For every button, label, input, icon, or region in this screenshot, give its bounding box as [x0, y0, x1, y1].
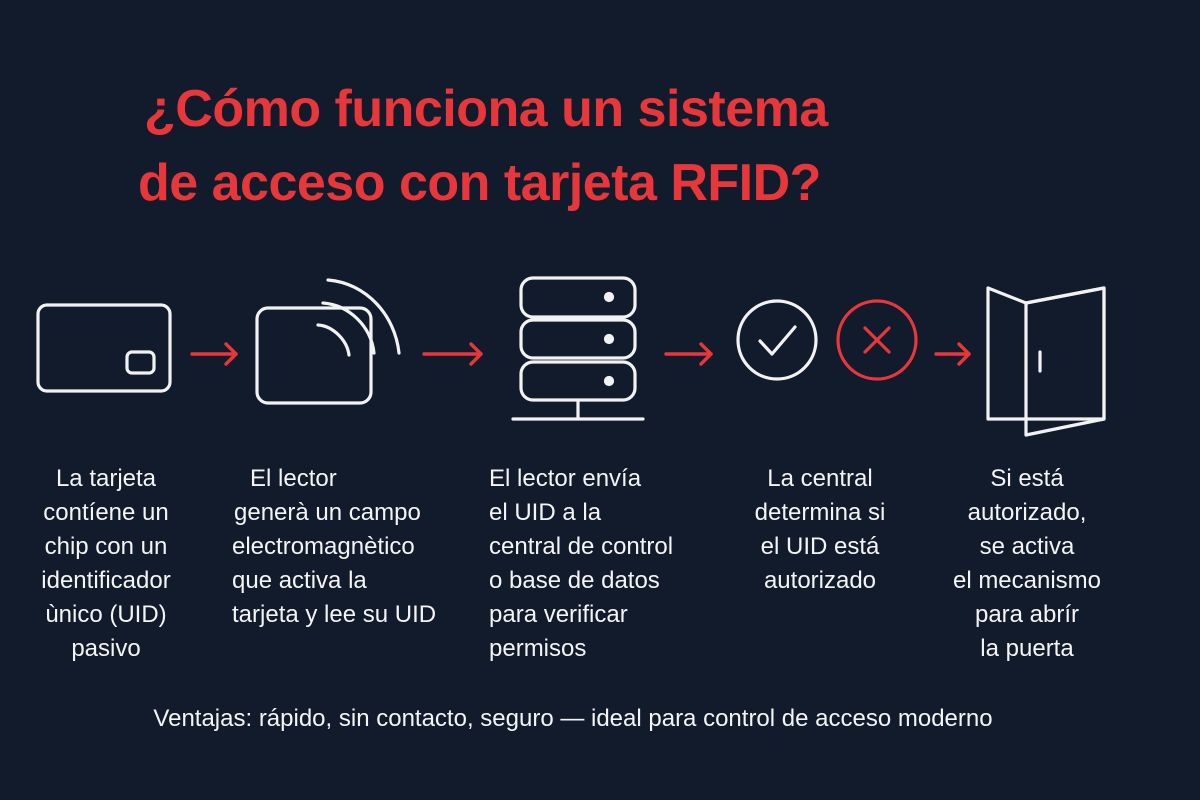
- step-3-line: o base de datos: [489, 567, 660, 594]
- footer-summary: Ventajas: rápido, sin contacto, seguro —…: [153, 705, 993, 732]
- step-1-line: La tarjeta: [55, 465, 157, 492]
- step-1-text: La tarjeta contíene un chip con un ident…: [31, 462, 181, 666]
- check-icon: [736, 299, 818, 381]
- step-3-line: central de control: [489, 533, 674, 560]
- step-3-text: El lector envía el UID a la central de c…: [489, 462, 719, 666]
- step-1-line: chip con un: [44, 533, 168, 560]
- arrow-right-icon: [934, 342, 971, 366]
- card-icon: [36, 303, 172, 393]
- page-title: ¿Cómo funciona un sistema de acceso con …: [138, 72, 1038, 220]
- step-4-line: La central: [767, 465, 873, 492]
- step-5-line: la puerta: [980, 635, 1074, 662]
- cross-icon: [836, 299, 918, 381]
- step-2-line: que activa la: [232, 567, 367, 594]
- step-5-line: para abrír: [974, 601, 1080, 628]
- step-4-line: el UID está: [760, 533, 880, 560]
- step-5-line: se activa: [979, 533, 1075, 560]
- step-2-line: El lector: [250, 465, 337, 492]
- arrow-right-icon: [664, 342, 713, 366]
- step-4-line: autorizado: [763, 567, 877, 594]
- step-5-line: Si está: [990, 465, 1064, 492]
- step-2-text: El lector generà un campo electromagnèti…: [232, 462, 472, 632]
- step-2-line: tarjeta y lee su UID: [232, 601, 437, 628]
- step-1-line: identificador: [41, 567, 171, 594]
- step-3-line: para verificar: [489, 601, 628, 628]
- step-2-line: generà un campo: [234, 499, 421, 526]
- step-1-line: ùnico (UID): [45, 601, 167, 628]
- door-icon: [986, 286, 1106, 437]
- server-icon: [511, 276, 645, 421]
- title-line-2: de acceso con tarjeta RFID?: [138, 154, 821, 212]
- step-5-line: autorizado,: [967, 499, 1087, 526]
- step-1-line: contíene un: [43, 499, 169, 526]
- step-4-text: La central determina si el UID está auto…: [735, 462, 905, 598]
- step-3-line: El lector envía: [489, 465, 642, 492]
- step-2-line: electromagnètico: [232, 533, 415, 560]
- step-5-line: el mecanismo: [952, 567, 1102, 594]
- step-5-text: Si está autorizado, se activa el mecanis…: [942, 462, 1112, 666]
- rfid-reader-icon: [255, 278, 401, 405]
- step-3-line: el UID a la: [489, 499, 602, 526]
- title-line-1: ¿Cómo funciona un sistema: [144, 80, 828, 138]
- step-3-line: permisos: [489, 635, 587, 662]
- step-1-line: pasivo: [71, 635, 141, 662]
- arrow-right-icon: [190, 342, 238, 366]
- arrow-right-icon: [422, 342, 483, 366]
- step-4-line: determina si: [754, 499, 886, 526]
